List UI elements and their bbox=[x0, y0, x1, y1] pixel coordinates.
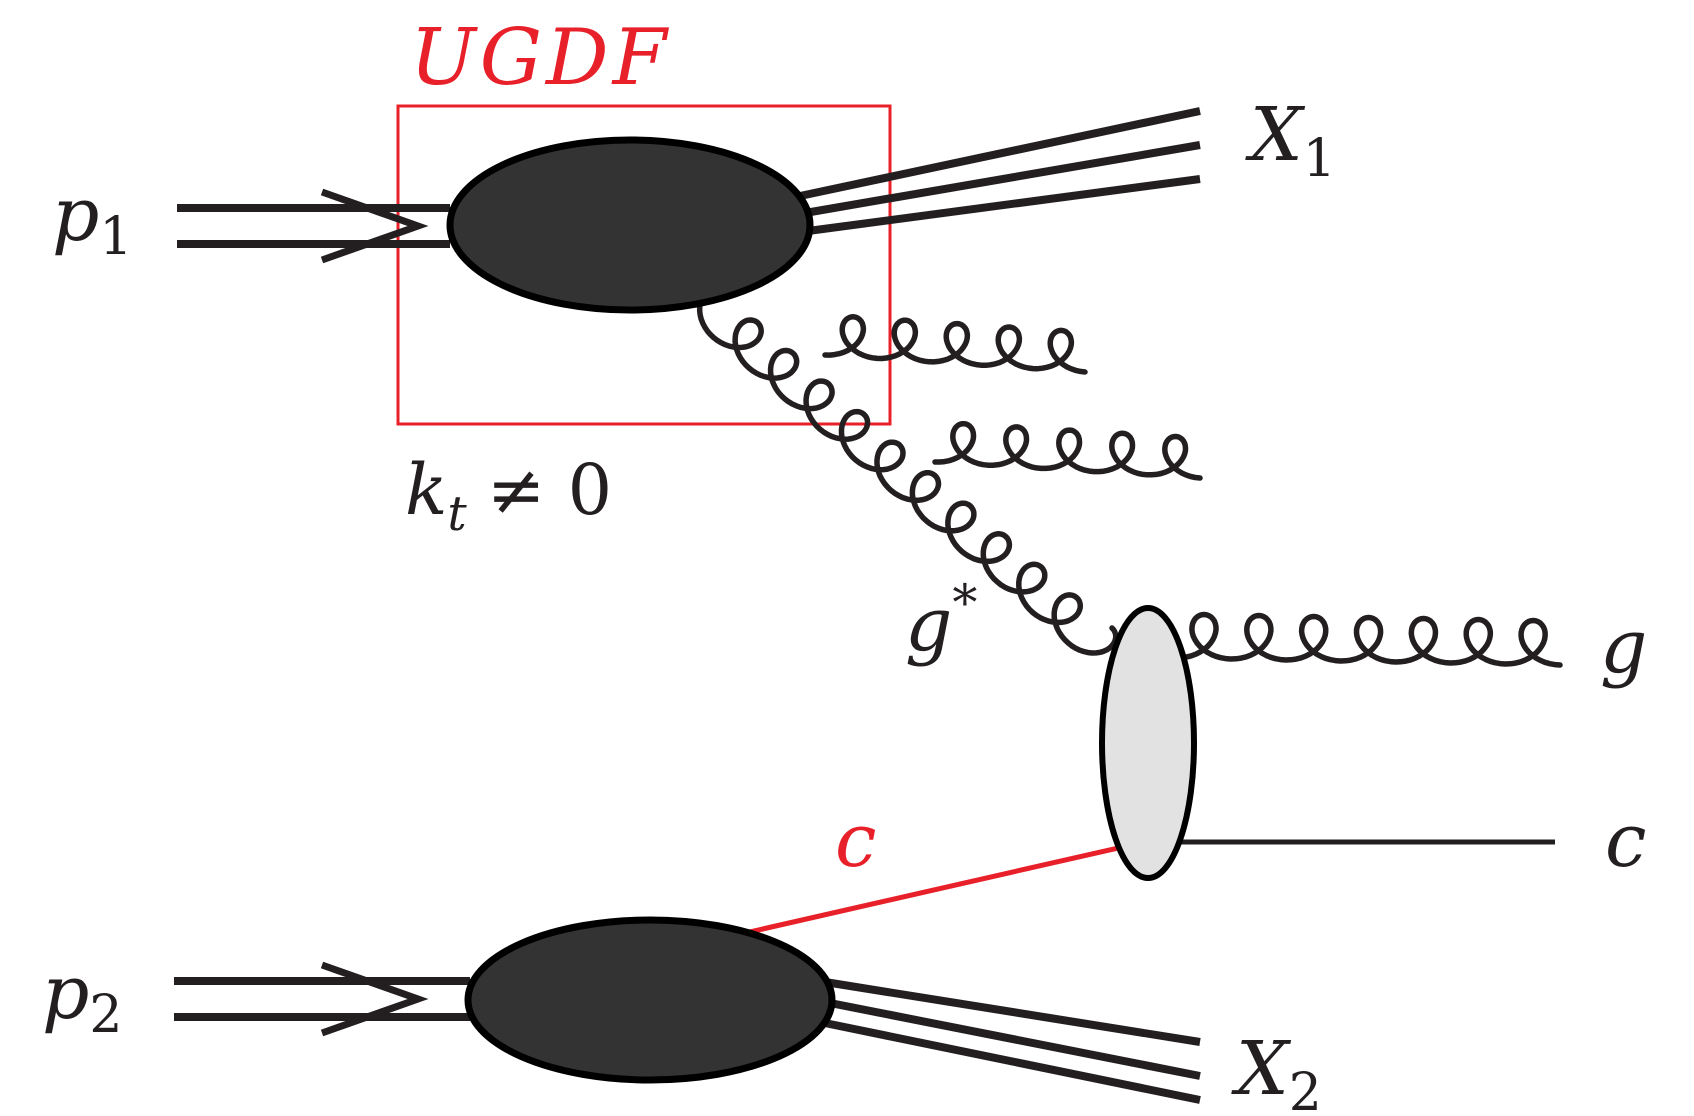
p2-label: p2 bbox=[42, 950, 122, 1045]
x2-remnant-lines bbox=[819, 978, 1201, 1104]
p1-base: p bbox=[52, 172, 99, 258]
gstar-label: g* bbox=[905, 574, 977, 668]
x2-base: X bbox=[1231, 1026, 1292, 1112]
proton-p2-line bbox=[174, 961, 470, 1037]
p2-sub: 2 bbox=[89, 985, 122, 1045]
proton-p1-line bbox=[177, 188, 450, 264]
kt-label: kt ≠ 0 bbox=[405, 449, 612, 542]
gstar-base: g bbox=[905, 582, 952, 668]
c-out-label: c bbox=[1605, 798, 1646, 884]
g-out-label: g bbox=[1600, 604, 1647, 690]
gluon-emission-2 bbox=[932, 420, 1203, 481]
gluon-lines bbox=[696, 286, 1563, 668]
x1-base: X bbox=[1245, 92, 1306, 178]
kt-base: k bbox=[405, 449, 447, 531]
p1-sub: 1 bbox=[99, 207, 132, 267]
p1-arrow-icon bbox=[320, 188, 429, 264]
proton-p2-blob bbox=[464, 916, 836, 1084]
charm-red-line bbox=[744, 845, 1119, 936]
gluon-final-g bbox=[1173, 611, 1563, 668]
x1-sub: 1 bbox=[1303, 129, 1336, 189]
gluon-emission-1 bbox=[822, 314, 1088, 375]
p2-arrow-icon bbox=[320, 961, 429, 1037]
p2-base: p bbox=[42, 950, 89, 1036]
p1-label: p1 bbox=[52, 172, 132, 267]
hard-process-blob bbox=[1099, 605, 1197, 881]
kt-rest: ≠ 0 bbox=[487, 449, 612, 531]
x2-sub: 2 bbox=[1289, 1063, 1322, 1116]
gstar-sup: * bbox=[952, 574, 977, 632]
gluon-t-channel bbox=[696, 286, 1119, 656]
proton-p1-blob bbox=[446, 136, 814, 314]
x2-label: X2 bbox=[1231, 1026, 1322, 1116]
x1-remnant-lines bbox=[799, 107, 1201, 235]
c-red-label: c bbox=[835, 798, 876, 884]
kt-sub: t bbox=[447, 486, 467, 542]
ugdf-box bbox=[396, 104, 892, 426]
x1-label: X1 bbox=[1245, 92, 1336, 189]
ugdf-label: UGDF bbox=[410, 13, 671, 103]
